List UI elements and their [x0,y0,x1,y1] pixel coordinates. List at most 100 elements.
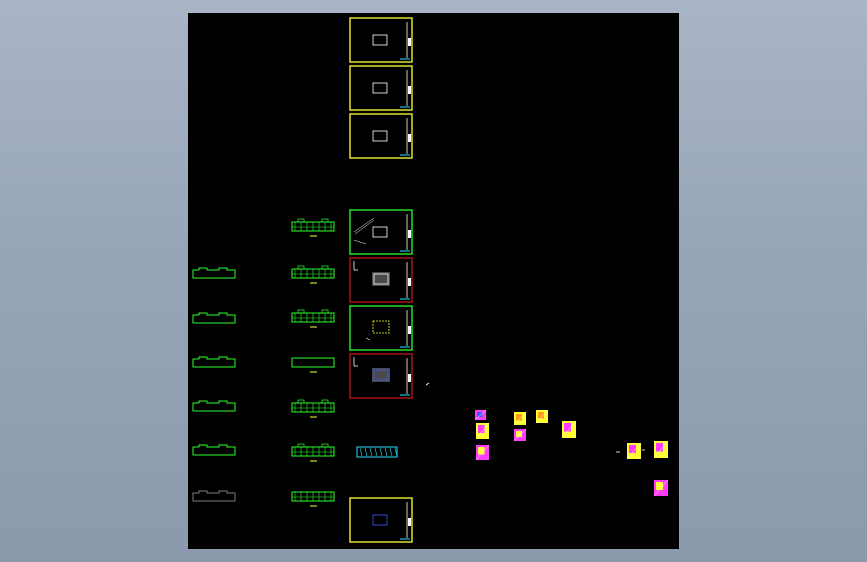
detail-thumbnail [475,444,490,461]
elevation-detail [369,447,373,457]
elevation-detail [359,447,363,457]
title-block [408,86,411,94]
detail-thumbnail [561,420,577,439]
drawing-sheet [349,65,413,111]
hatched-area [372,368,390,382]
outline-shape [192,312,236,324]
plan-bay [321,309,329,314]
drawing-sheet [349,209,413,255]
detail-box [373,273,389,285]
drawing-sheet [349,113,413,159]
elevation-detail [374,447,378,457]
elevation-outline [192,444,236,456]
elevation-outline [192,312,236,324]
title-block [408,278,411,286]
detail-accent [656,443,663,452]
drawing-sheet [349,17,413,63]
detail-box [372,514,388,526]
detail-box [373,369,389,381]
detail-accent [478,425,485,433]
detail-accent [629,445,636,453]
sheet-border [349,65,413,111]
detail-accent [516,414,522,421]
floor-plan [291,399,335,418]
plan-bay [321,265,329,270]
elevation-detail [364,447,368,457]
detail-accent [516,431,522,437]
sheet-border [349,305,413,351]
detail-box [372,82,388,94]
elevation-detail [394,447,398,457]
floor-plan [291,491,335,507]
sheet-border [349,497,413,543]
title-block [408,374,411,382]
outline-shape [192,267,236,279]
detail-accent [564,423,571,432]
detail-line [474,409,487,421]
plan-bay [321,399,329,404]
cad-model-space [192,17,669,543]
detail-line [513,428,527,442]
leader-line [353,239,367,245]
detail-thumbnail [475,422,490,440]
drawing-sheet [349,257,413,303]
detail-accent [478,447,485,455]
plan-bay [297,265,305,270]
detail-thumbnail [626,442,642,460]
plan-outline [291,357,335,368]
detail-line [475,444,490,461]
elevation-outline [192,490,236,502]
sheet-border [349,113,413,159]
detail-line [561,420,577,439]
detail-box [372,34,388,46]
plan-bay [297,309,305,314]
detail-line [513,411,527,426]
elevation-outline [192,400,236,412]
drawing-sheet [349,497,413,543]
drawing-sheet [349,305,413,351]
plan-bay [321,443,329,448]
detail-thumbnail [474,409,487,421]
elevation-outline [192,267,236,279]
plan-bay [297,399,305,404]
detail-accent [538,412,544,419]
leader-line [353,217,375,233]
cyan-elevation [356,446,398,458]
elevation-outline [192,356,236,368]
detail-thumbnail [513,428,527,442]
detail-line [626,442,642,460]
floor-plan [291,309,335,328]
title-block [408,518,411,526]
detail-thumbnail [653,440,669,459]
detail-accent [477,412,483,417]
outline-shape [192,400,236,412]
outline-shape [192,356,236,368]
title-block [408,134,411,142]
drawing-sheet [349,353,413,399]
detail-line [535,409,549,424]
title-block [408,38,411,46]
floor-plan [291,265,335,284]
sheet-border [349,17,413,63]
title-block [408,230,411,238]
floor-plan [291,443,335,462]
outline-shape [192,444,236,456]
stray-mark [425,382,430,386]
cad-drawing-canvas[interactable] [188,13,679,549]
detail-thumbnail [653,479,669,497]
hatched-area [372,272,390,286]
plan-bay [297,218,305,223]
leader-line [354,219,375,235]
detail-line [653,440,669,459]
elevation-outline [356,446,398,458]
detail-thumbnail [535,409,549,424]
plan-bay [321,218,329,223]
detail-thumbnail [513,411,527,426]
sheet-border [349,209,413,255]
floor-plan [291,218,335,237]
detail-box [372,226,388,238]
floor-plan [291,357,335,373]
sheet-border [349,353,413,399]
detail-box [372,130,388,142]
leader-line [365,337,371,341]
